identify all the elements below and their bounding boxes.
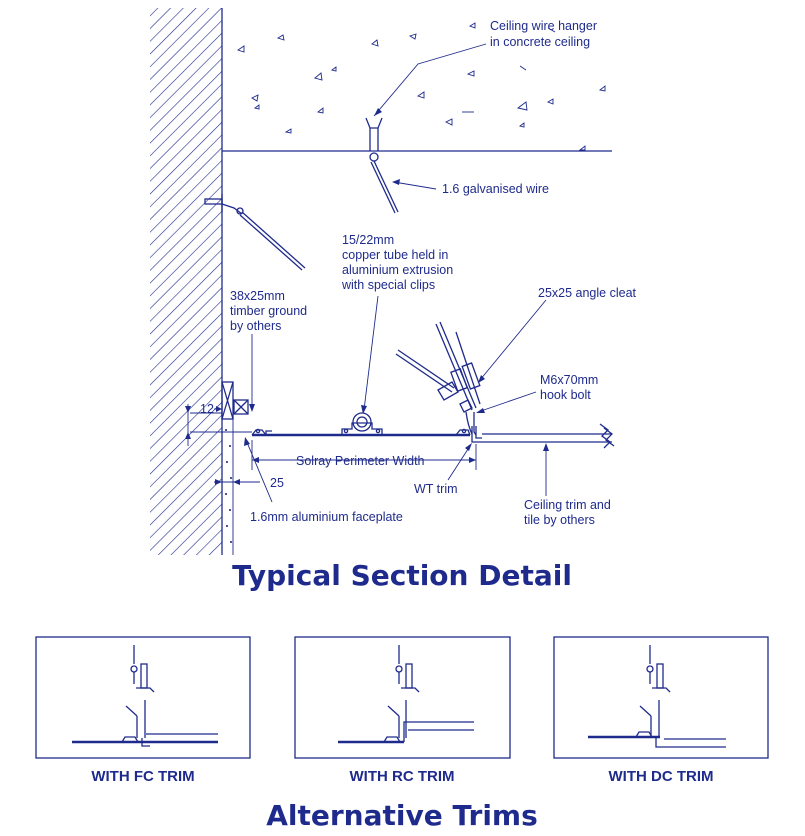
concrete-aggregate-marks [236,22,606,151]
faceplate-label: 1.6mm aluminium faceplate [250,510,403,524]
tube-leader [363,295,379,411]
rc-trim-frame [294,636,511,759]
fc-trim-detail-icon [72,645,218,747]
rc-trim-caption: WITH RC TRIM [350,768,455,785]
timber-ground [221,381,249,420]
dc-trim-panel [553,636,769,759]
ceiling-wire-hanger [365,117,399,214]
wall-hatch [150,8,222,555]
hook-bolt-label-line1: M6x70mm [540,373,598,387]
typical-section-detail: Ceiling wire hanger in concrete ceiling … [150,8,637,592]
ceiling-trim-label-line1: Ceiling trim and [524,498,611,512]
fc-trim-caption: WITH FC TRIM [91,768,194,785]
fc-trim-frame [35,636,251,759]
wt-trim-label: WT trim [414,482,458,496]
plaster-stipple [224,419,234,555]
timber-label-line3: by others [230,319,281,333]
wall-wire-fixing [204,194,306,271]
solray-panel [251,428,471,437]
wire-label: 1.6 galvanised wire [442,182,549,196]
rc-trim-detail-icon [338,645,474,744]
angle-cleat-leader [479,299,547,381]
alternatives-title: Alternative Trims [266,799,538,832]
ceiling-trim-and-tile [471,423,615,449]
dimension-12-label: 12 [200,402,214,416]
dc-trim-caption: WITH DC TRIM [609,768,714,785]
dimension-25: 25 [214,476,284,490]
faceplate-leader [245,439,273,503]
wt-trim-leader [447,445,471,481]
dimension-25-label: 25 [270,476,284,490]
hanger-label-line1: Ceiling wire hanger [490,19,597,33]
angle-cleat-assembly [395,321,481,436]
dc-trim-detail-icon [588,645,726,748]
fc-trim-panel [35,636,251,759]
dc-trim-frame [553,636,769,759]
hook-bolt-label-line2: hook bolt [540,388,591,402]
wire-leader [393,181,437,190]
tube-label-line4: with special clips [341,278,435,292]
angle-cleat-label: 25x25 angle cleat [538,286,637,300]
dimension-12: 12 [185,402,252,446]
ceiling-trim-label-line2: tile by others [524,513,595,527]
tube-label-line1: 15/22mm [342,233,394,247]
section-title: Typical Section Detail [232,559,572,592]
perimeter-width-label: Solray Perimeter Width [296,454,425,468]
timber-label-line2: timber ground [230,304,307,318]
timber-label-line1: 38x25mm [230,289,285,303]
hook-bolt-leader [477,391,537,413]
copper-tube-extrusion [341,412,383,435]
rc-trim-panel [294,636,511,759]
tube-label-line3: aluminium extrusion [342,263,453,277]
hanger-leader [373,43,487,117]
tube-label-line2: copper tube held in [342,248,448,262]
alternative-trims: WITH FC TRIM WITH RC TRIM [35,636,769,832]
hanger-label-line2: in concrete ceiling [490,35,590,49]
